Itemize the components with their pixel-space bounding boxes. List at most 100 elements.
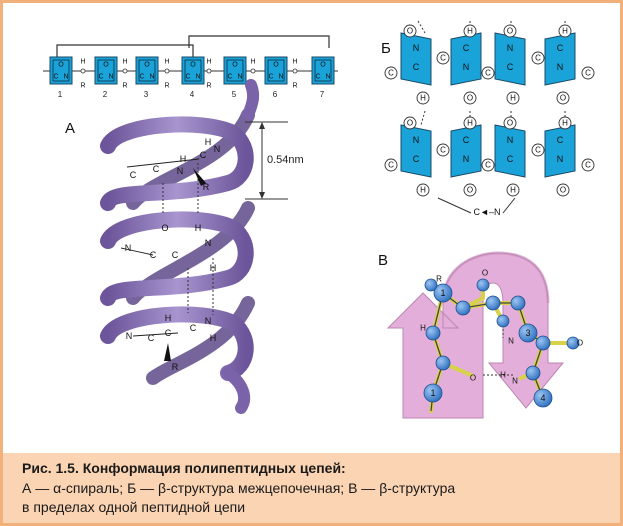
atom-label-c: C	[507, 154, 514, 164]
atom-label-n: N	[463, 62, 470, 72]
alpha-carbon-dot	[80, 68, 86, 74]
atom-label-c: C	[165, 328, 172, 338]
caption-line-1: А — α-спираль; Б — β-структура межцепоче…	[22, 480, 456, 496]
atom-label-c: C	[507, 62, 514, 72]
atom-label-r: R	[172, 362, 179, 372]
panel-label-b: Б	[381, 40, 391, 57]
atom-label-n: N	[508, 337, 514, 346]
residue-number: 5	[232, 90, 237, 99]
atom-label-h: H	[562, 119, 568, 128]
alpha-carbon-dot	[250, 68, 256, 74]
atom-label-n: N	[237, 74, 242, 81]
atom-label-c: C	[440, 54, 446, 63]
atom-label-h: H	[210, 263, 217, 273]
atom-label-c: C	[315, 74, 320, 81]
atom-label-c: C	[98, 74, 103, 81]
turn-number: 1	[440, 288, 445, 298]
atom-label-c: C	[463, 43, 470, 53]
atom-ball	[476, 278, 490, 292]
atom-circle	[463, 116, 477, 130]
atom-label-c: C	[557, 135, 564, 145]
atom-label-o: O	[144, 62, 150, 69]
atom-circle	[558, 24, 572, 38]
peptide-plate-inner	[97, 59, 115, 82]
atom-label-n: N	[205, 238, 212, 248]
c-n-link-label: C◄–N	[474, 207, 501, 217]
atom-label-n: N	[463, 154, 470, 164]
atom-label-c: C	[53, 74, 58, 81]
beta-plate	[544, 32, 576, 86]
atom-label-c: C	[153, 164, 160, 174]
peptide-plate	[223, 56, 247, 85]
atom-circle	[403, 24, 417, 38]
atom-label-o: O	[273, 62, 279, 69]
atom-label-c: C	[388, 69, 394, 78]
atom-circle	[481, 66, 495, 80]
atom-label-h: H	[122, 59, 127, 66]
panel-label-v: В	[378, 252, 388, 269]
peptide-plate-inner	[226, 59, 244, 82]
sheet-h-bond	[417, 20, 426, 34]
atom-label-o: O	[161, 223, 168, 233]
atom-label-c: C	[185, 74, 190, 81]
atom-label-c: C	[535, 54, 541, 63]
caption-title: Рис. 1.5. Конформация полипептидных цепе…	[22, 460, 346, 476]
peptide-plate-inner	[138, 59, 156, 82]
atom-label-h: H	[420, 94, 426, 103]
atom-label-h: H	[467, 119, 473, 128]
helix-tail	[242, 79, 260, 121]
atom-label-o: O	[407, 119, 413, 128]
atom-circle	[506, 183, 520, 197]
atom-label-o: O	[467, 94, 473, 103]
atom-label-c: C	[172, 250, 179, 260]
atom-label-o: O	[470, 374, 476, 383]
atom-label-h: H	[164, 59, 169, 66]
atom-label-c: C	[485, 69, 491, 78]
residue-number: 2	[103, 90, 108, 99]
atom-circle	[581, 66, 595, 80]
atom-label-c: C	[413, 62, 420, 72]
atom-circle	[403, 116, 417, 130]
atom-label-r: R	[203, 182, 210, 192]
beta-plate	[400, 32, 432, 86]
atom-label-c: C	[227, 74, 232, 81]
atom-label-o: O	[407, 27, 413, 36]
beta-plate	[494, 124, 526, 178]
peptide-plate	[135, 56, 159, 85]
atom-label-o: O	[58, 62, 64, 69]
atom-label-c: C	[463, 135, 470, 145]
atom-label-o: O	[560, 94, 566, 103]
atom-circle	[463, 183, 477, 197]
atom-circle	[531, 51, 545, 65]
peptide-plate	[49, 56, 73, 85]
atom-label-c: C	[485, 161, 491, 170]
beta-plate	[450, 124, 482, 178]
atom-label-r: R	[122, 83, 127, 90]
atom-label-c: C	[268, 74, 273, 81]
helix-backbone-bond	[120, 247, 154, 256]
peptide-plate	[94, 56, 118, 85]
atom-ball	[433, 283, 453, 303]
atom-label-n: N	[108, 74, 113, 81]
residue-number: 6	[273, 90, 278, 99]
peptide-plate-inner	[267, 59, 285, 82]
atom-label-n: N	[512, 377, 518, 386]
atom-label-h: H	[165, 313, 172, 323]
atom-label-n: N	[557, 62, 564, 72]
residue-number: 1	[58, 90, 63, 99]
atom-circle	[556, 91, 570, 105]
atom-label-h: H	[562, 27, 568, 36]
figure-caption: Рис. 1.5. Конформация полипептидных цепе…	[3, 453, 620, 523]
alpha-carbon-dot	[122, 68, 128, 74]
atom-label-c: C	[535, 146, 541, 155]
atom-label-o: O	[507, 27, 513, 36]
atom-label-c: C	[139, 74, 144, 81]
pitch-arrow-head-bottom	[259, 192, 265, 199]
atom-circle	[416, 183, 430, 197]
atom-ball	[518, 323, 538, 343]
